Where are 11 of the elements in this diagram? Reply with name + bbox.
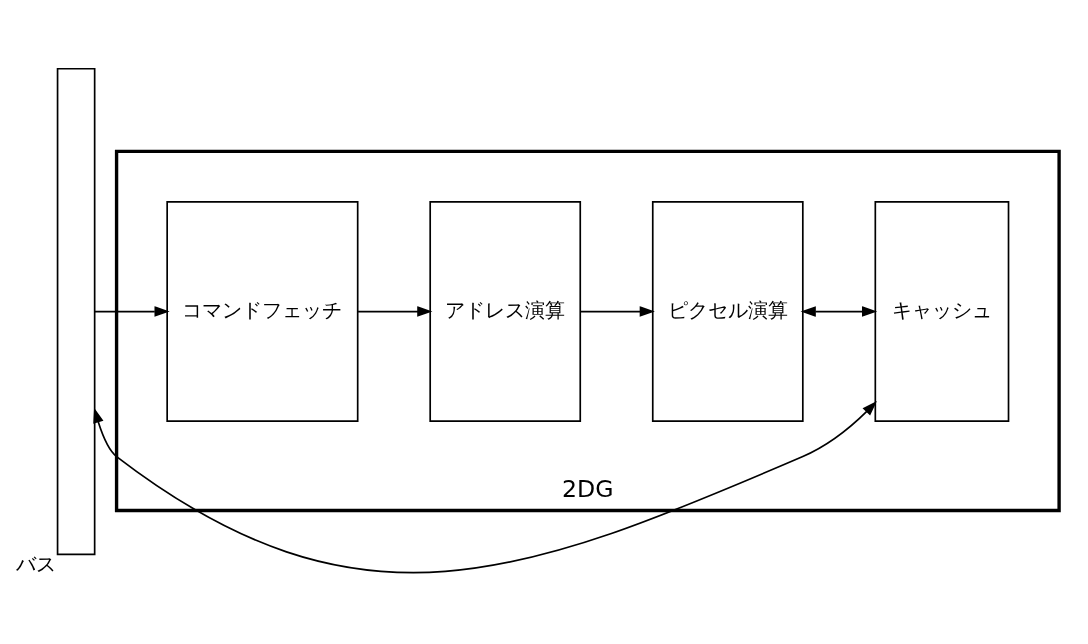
- arrow: [579, 305, 655, 317]
- arrow: [357, 305, 433, 317]
- arrow: [800, 305, 878, 317]
- node-box: ピクセル演算: [651, 200, 804, 422]
- node-box: アドレス演算: [429, 200, 582, 422]
- arrow: [93, 400, 877, 573]
- node-box: キャッシュ: [874, 200, 1010, 422]
- node-box: [56, 67, 96, 555]
- node-box: コマンドフェッチ: [166, 200, 359, 422]
- node-label: バス: [16, 551, 57, 576]
- arrow: [93, 305, 170, 317]
